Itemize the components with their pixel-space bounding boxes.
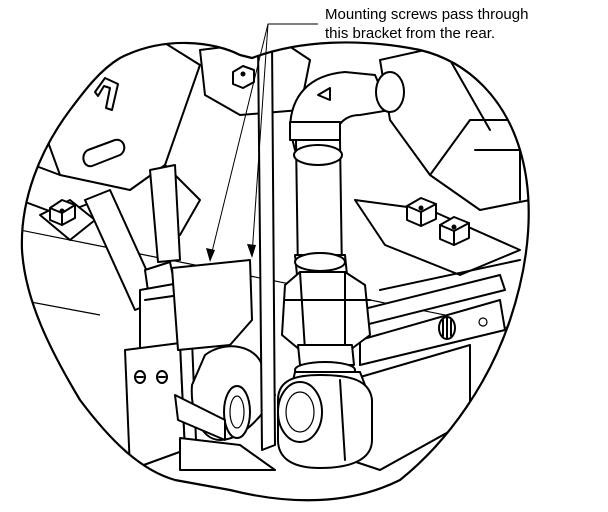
horizontal-rail	[359, 259, 521, 366]
hex-nut-left	[49, 199, 76, 226]
callout-label: Mounting screws pass through this bracke…	[325, 5, 605, 43]
lower-elbow	[174, 345, 276, 471]
callout-line-1: Mounting screws pass through	[325, 6, 529, 23]
elbow-fitting	[289, 71, 405, 151]
callout-leader	[206, 23, 318, 262]
pilot-assembly	[84, 164, 189, 361]
callout-line-2: this bracket from the rear.	[325, 25, 496, 42]
vertical-pipe	[293, 139, 348, 276]
view-boundary	[20, 41, 530, 502]
hex-nut-right	[406, 197, 470, 246]
mounting-bracket	[171, 259, 253, 351]
vertical-rod	[257, 42, 276, 451]
valve-body	[277, 361, 373, 469]
union-coupling	[281, 271, 371, 366]
top-nut	[232, 65, 255, 89]
